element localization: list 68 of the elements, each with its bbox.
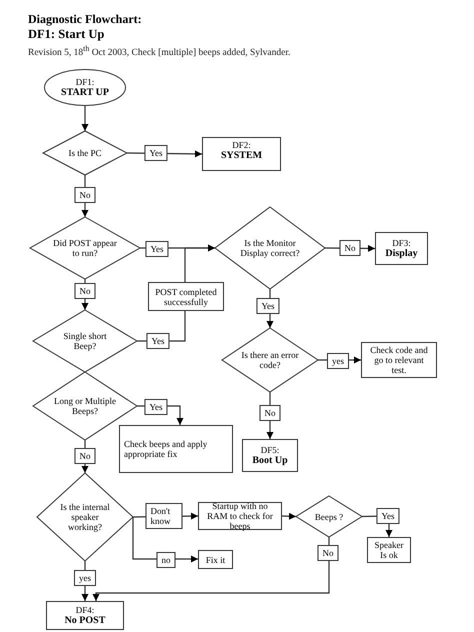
process-box xyxy=(198,550,233,569)
edge-label: no xyxy=(156,552,176,568)
process-box xyxy=(375,232,428,265)
decision-diamond xyxy=(33,310,137,372)
node-label: DF2: xyxy=(232,140,251,150)
node-label: DF3: xyxy=(392,238,411,248)
node-text: Startup with no RAM to check for beeps xyxy=(206,501,274,531)
node-text: Single short Beep? xyxy=(62,331,108,351)
process-box xyxy=(361,342,437,378)
decision-diamond xyxy=(222,328,318,392)
arrow xyxy=(82,106,88,131)
node-label: DF1: xyxy=(76,76,94,86)
node-label: DF5: xyxy=(260,444,280,454)
node-text: Check beeps and apply appropriate fix xyxy=(124,439,208,459)
edge-label: No xyxy=(74,283,96,299)
node-label: DF4: xyxy=(76,604,94,614)
node-text: Beeps ? xyxy=(314,512,344,522)
edge-label: Yes xyxy=(144,399,168,415)
arrow xyxy=(132,517,198,562)
node-text: Is the PC xyxy=(68,148,102,158)
arrow xyxy=(266,289,274,328)
edge-label: Yes xyxy=(144,145,168,161)
arrow xyxy=(184,244,215,282)
node-text: Is the Monitor Display correct? xyxy=(239,238,301,258)
edge-label: No xyxy=(74,448,96,464)
decision-diamond xyxy=(43,131,127,175)
arrow xyxy=(282,512,296,520)
note-box xyxy=(119,425,233,473)
edge-label: yes xyxy=(74,570,96,586)
edge-label: Yes xyxy=(146,333,170,349)
node-text: Long or Multiple Beeps? xyxy=(54,396,116,416)
node-title: START UP xyxy=(61,86,109,98)
process-box xyxy=(367,537,411,563)
process-box xyxy=(202,137,281,171)
node-text: Is there an error code? xyxy=(241,350,299,370)
edge-label: Yes xyxy=(376,508,400,524)
decision-diamond xyxy=(30,217,140,279)
edge-label: No xyxy=(74,187,96,203)
process-box xyxy=(46,601,124,630)
decision-diamond xyxy=(215,207,325,289)
node-text: Fix it xyxy=(206,554,226,564)
node-title: Boot Up xyxy=(252,454,288,466)
edge-label: No xyxy=(340,240,360,256)
node-text: POST completed successfully xyxy=(154,286,218,306)
edge-label: No xyxy=(318,545,338,561)
node-text: Is the internal speaker working? xyxy=(59,502,111,532)
edge-label: Yes xyxy=(256,298,280,314)
process-box xyxy=(242,439,298,472)
decision-diamond xyxy=(296,496,362,537)
title: Diagnostic Flowchart: xyxy=(28,12,142,27)
process-box xyxy=(198,502,282,530)
decision-diamond xyxy=(33,372,137,440)
node-title: SYSTEM xyxy=(220,150,262,162)
terminal-ellipse xyxy=(44,69,126,106)
decision-diamond xyxy=(37,473,133,561)
node-text: Speaker Is ok xyxy=(374,540,404,560)
node-title: Display xyxy=(385,248,418,260)
subtitle: DF1: Start Up xyxy=(28,27,104,42)
edge-label: No xyxy=(260,405,280,421)
node-text: Check code and go to relevant test. xyxy=(369,345,429,375)
node-title: No POST xyxy=(64,614,106,626)
node-text: Did POST appear to run? xyxy=(52,238,118,258)
arrow xyxy=(92,537,330,601)
edge-label: Don't know xyxy=(146,503,182,529)
edge-label: Yes xyxy=(145,241,169,257)
edge-label: yes xyxy=(327,353,349,369)
process-box xyxy=(148,282,224,311)
revision-note: Revision 5, 18$^{th}$ Oct 2003, Check [multiple] beeps added, Sylvander. xyxy=(28,44,290,58)
